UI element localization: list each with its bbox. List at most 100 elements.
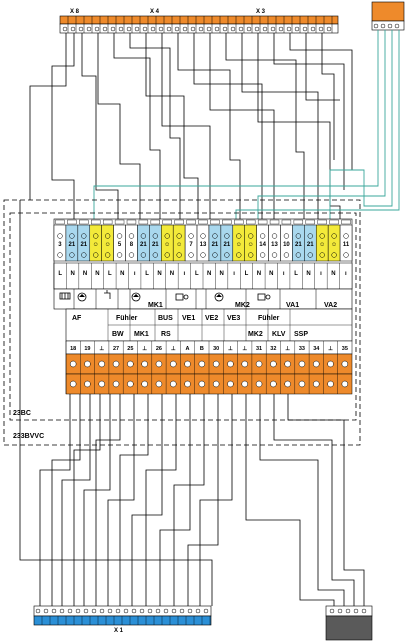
pin-screw bbox=[142, 26, 148, 32]
terminal-slot bbox=[234, 219, 244, 225]
terminal-screw bbox=[188, 233, 194, 239]
lower-screw bbox=[112, 380, 120, 388]
terminal-screw bbox=[164, 233, 170, 239]
pin-screw bbox=[171, 608, 177, 614]
pin-screw bbox=[115, 608, 121, 614]
pin-screw bbox=[70, 26, 76, 32]
pin-screw bbox=[43, 608, 49, 614]
lower-terminal-number: 33 bbox=[299, 346, 305, 352]
terminal-slot bbox=[91, 219, 101, 225]
pin-screw bbox=[230, 26, 236, 32]
connector-x8-label: X 8 bbox=[70, 9, 80, 15]
wire bbox=[193, 33, 263, 219]
terminal-screw bbox=[140, 252, 147, 258]
top-wires bbox=[29, 33, 353, 219]
pin-screw bbox=[102, 26, 108, 32]
ln-mark: N bbox=[120, 271, 124, 277]
terminal-number: 13 bbox=[200, 242, 207, 248]
terminal-screw bbox=[236, 252, 242, 258]
pin-screw bbox=[238, 26, 244, 32]
wire bbox=[305, 33, 340, 101]
lower-screw bbox=[98, 380, 105, 388]
lower-screw bbox=[313, 380, 320, 388]
pin-screw bbox=[155, 608, 161, 614]
label-af: AF bbox=[72, 315, 82, 322]
func-label-mk2: MK2 bbox=[235, 302, 250, 309]
wire bbox=[73, 394, 101, 606]
mixer-valve-icon bbox=[257, 293, 271, 301]
lower-screw bbox=[98, 360, 105, 368]
pin-screw bbox=[318, 26, 324, 32]
lower-screw bbox=[155, 380, 163, 388]
lower-terminal-number: 31 bbox=[256, 346, 262, 352]
module-233bvvc-label: 233BVVC bbox=[13, 433, 44, 440]
terminal-slot bbox=[293, 219, 304, 225]
pin-screw bbox=[83, 608, 89, 614]
wire bbox=[159, 394, 191, 606]
lower-screw bbox=[155, 360, 163, 368]
wire bbox=[83, 394, 111, 606]
terminal-slot bbox=[305, 219, 315, 225]
pin-screw bbox=[62, 26, 68, 32]
lower-screw bbox=[241, 380, 248, 388]
func-label-va1: VA1 bbox=[286, 302, 299, 309]
pin-screw bbox=[270, 26, 276, 32]
ln-mark: L bbox=[245, 271, 249, 277]
ln-mark: N bbox=[157, 271, 161, 277]
label-mk2: MK2 bbox=[248, 331, 263, 338]
teal-wire bbox=[257, 30, 386, 219]
terminal-screw bbox=[283, 233, 290, 239]
wire bbox=[209, 33, 275, 219]
lower-screw bbox=[298, 380, 306, 388]
pin-screw bbox=[187, 608, 193, 614]
wire bbox=[145, 394, 177, 606]
terminal-number: ☺ bbox=[319, 242, 325, 248]
lower-terminal-number: 35 bbox=[342, 346, 348, 352]
terminal-slot bbox=[55, 219, 65, 225]
lower-screw bbox=[112, 360, 120, 368]
lower-screw bbox=[327, 360, 334, 368]
ln-mark: N bbox=[170, 271, 174, 277]
pin-screw bbox=[51, 608, 57, 614]
terminal-screw bbox=[93, 233, 99, 239]
pin-screw bbox=[337, 608, 343, 614]
terminal-screw bbox=[212, 233, 218, 239]
pin-screw bbox=[123, 608, 129, 614]
wire bbox=[39, 394, 71, 606]
terminal-slot bbox=[222, 219, 232, 225]
terminal-number: ☺ bbox=[331, 242, 337, 248]
pin-screw bbox=[134, 26, 140, 32]
pin-screw bbox=[198, 26, 204, 32]
terminal-screw bbox=[271, 252, 278, 258]
pin-screw bbox=[86, 26, 92, 32]
lower-screw bbox=[341, 360, 349, 368]
ln-mark: L bbox=[294, 271, 298, 277]
pin-screw bbox=[214, 26, 220, 32]
func-label-va2: VA2 bbox=[324, 302, 337, 309]
terminal-screw bbox=[319, 233, 325, 239]
lower-screw bbox=[141, 360, 148, 368]
terminal-number: 21 bbox=[140, 242, 147, 248]
label-klv: KLV bbox=[272, 331, 286, 338]
lower-screw bbox=[212, 380, 220, 388]
lower-screw bbox=[84, 360, 91, 368]
ln-mark: N bbox=[207, 271, 211, 277]
wire bbox=[287, 394, 365, 606]
pin-screw bbox=[254, 26, 260, 32]
pin-screw bbox=[78, 26, 84, 32]
wire bbox=[113, 33, 161, 219]
terminal-screw bbox=[176, 252, 182, 258]
terminal-screw bbox=[81, 252, 87, 258]
ln-mark: L bbox=[108, 271, 112, 277]
ln-mark: N bbox=[70, 271, 74, 277]
top-right-connector bbox=[371, 1, 405, 31]
pin-screw bbox=[158, 26, 164, 32]
wire bbox=[107, 394, 135, 606]
bottom-right-connector bbox=[325, 605, 373, 641]
pin-screw bbox=[373, 23, 379, 29]
lower-screw bbox=[69, 360, 77, 368]
terminal-screw bbox=[81, 233, 87, 239]
pin-screw bbox=[222, 26, 228, 32]
label-ssp: SSP bbox=[294, 331, 308, 338]
pin-screw bbox=[380, 23, 386, 29]
